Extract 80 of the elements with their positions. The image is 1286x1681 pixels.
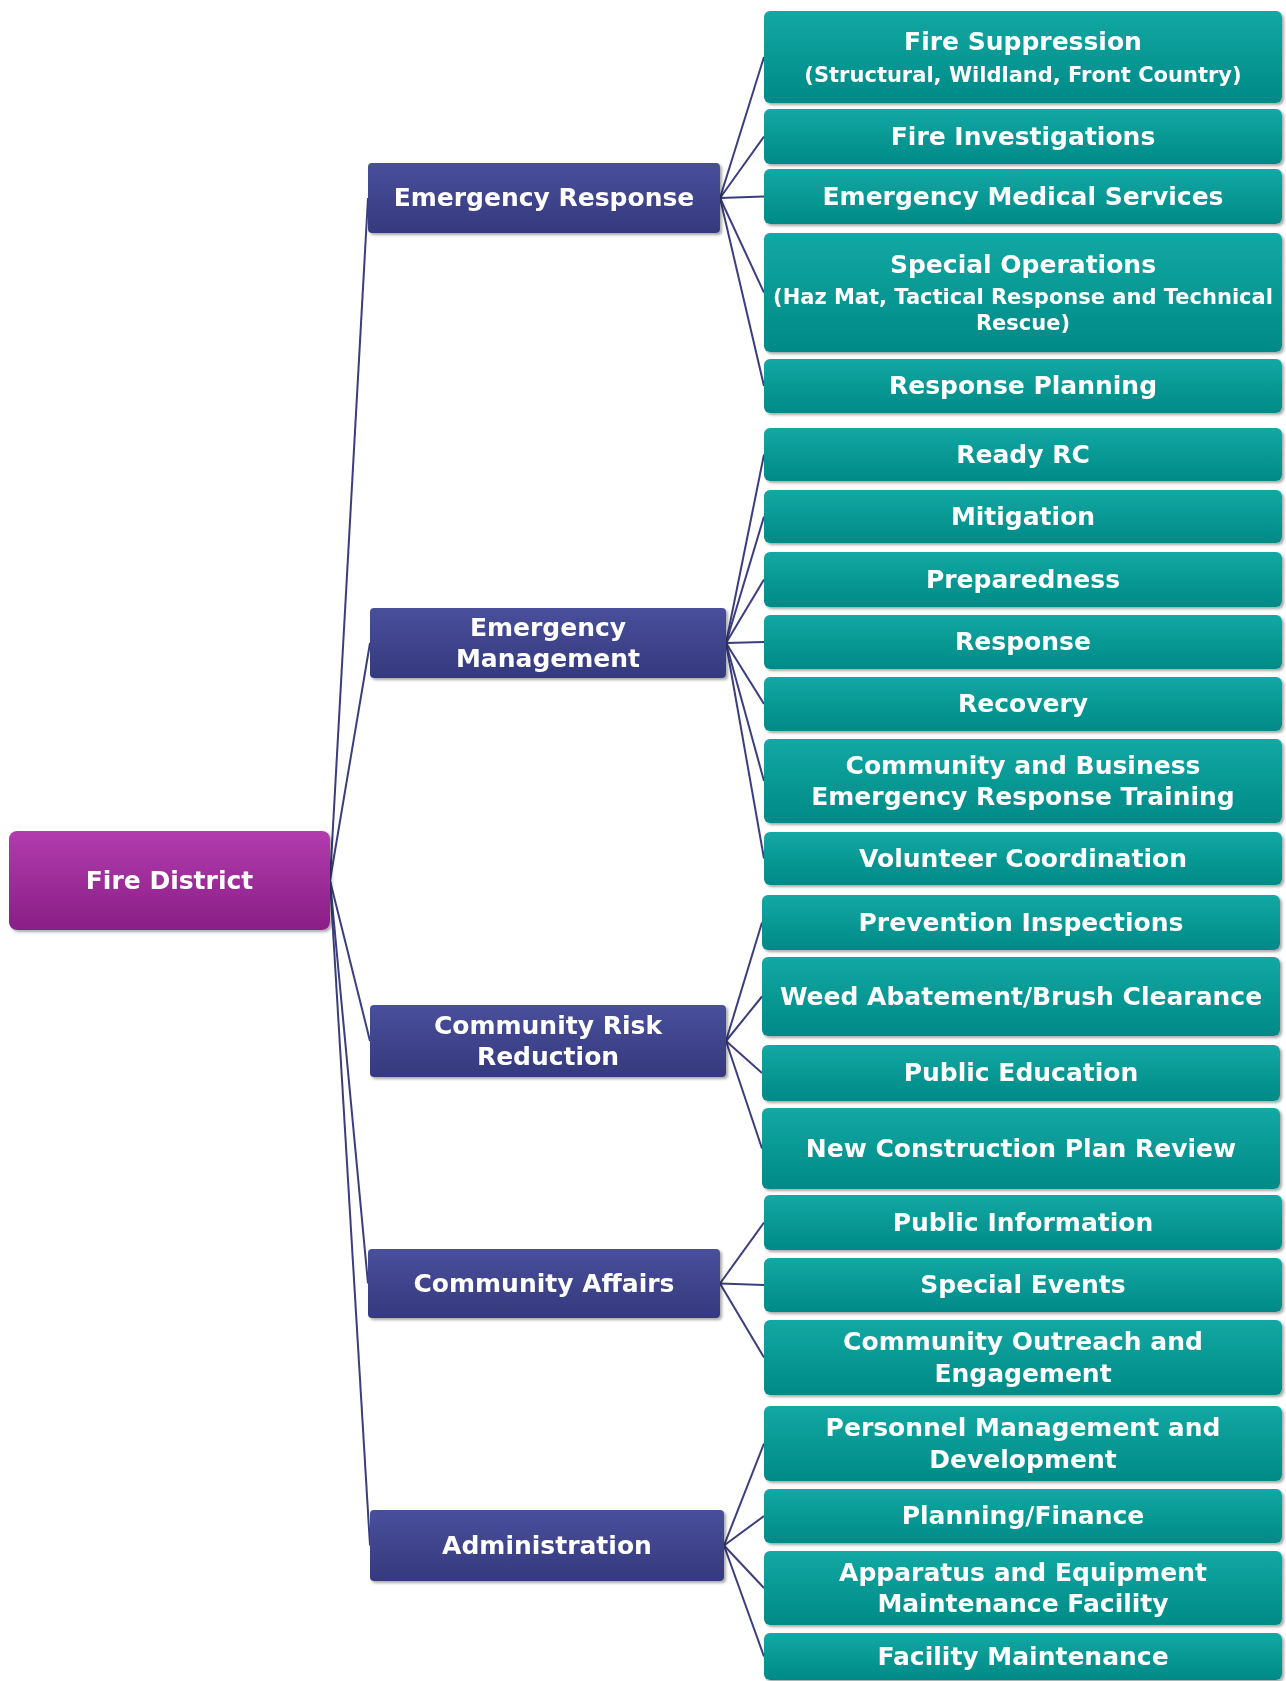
- function-box: [764, 1258, 1282, 1312]
- function-box: [764, 1195, 1282, 1250]
- function-box: [764, 739, 1282, 823]
- node-title: Community Outreach and Engagement: [842, 1326, 1204, 1389]
- function-box: [764, 1489, 1282, 1543]
- node-title: Emergency Response: [393, 182, 695, 214]
- node-title: Special Events: [920, 1269, 1126, 1301]
- node-title: Mitigation: [950, 500, 1096, 533]
- connector-line: [725, 1040, 763, 1074]
- connector-line: [725, 642, 765, 705]
- function-box: [764, 1406, 1282, 1481]
- node-title: Weed Abatement/Brush Clearance: [779, 980, 1263, 1013]
- node-title: Volunteer Coordination: [859, 842, 1187, 875]
- node-title: Planning/Finance: [901, 1500, 1145, 1532]
- connector-line: [719, 195, 765, 199]
- function-box: [764, 428, 1282, 481]
- node-title: Ready RC: [956, 438, 1090, 471]
- node-subtitle: (Structural, Wildland, Front Country): [804, 61, 1242, 88]
- node-title: New Construction Plan Review: [805, 1132, 1237, 1165]
- connector-line: [725, 921, 763, 1042]
- department-box: [370, 1005, 726, 1077]
- connector-line: [719, 1282, 765, 1286]
- function-box: [764, 552, 1282, 607]
- connector-line: [725, 1040, 763, 1150]
- function-box: [764, 1551, 1282, 1625]
- function-box: [764, 677, 1282, 731]
- function-box: [764, 615, 1282, 669]
- node-title: Special Operations: [889, 248, 1157, 280]
- connector-line: [723, 1442, 765, 1547]
- connector-line: [329, 642, 371, 882]
- node-title: Prevention Inspections: [858, 906, 1184, 939]
- function-box: [762, 1045, 1280, 1101]
- node-title: Community Risk Reduction: [432, 1009, 664, 1073]
- connector-line: [329, 879, 371, 1042]
- node-title: Response: [955, 626, 1091, 658]
- function-box: [762, 1108, 1280, 1189]
- node-subtitle: (Haz Mat, Tactical Response and Technical Rescue): [772, 283, 1274, 337]
- node-title: Recovery: [957, 688, 1089, 720]
- function-box: [764, 1320, 1282, 1395]
- node-title: Facility Maintenance: [877, 1640, 1169, 1673]
- node-title: Fire Investigations: [890, 120, 1156, 153]
- node-title: Emergency Management: [455, 611, 641, 675]
- function-box: [764, 11, 1282, 103]
- connector-line: [725, 995, 763, 1042]
- connector-line: [725, 641, 765, 644]
- connector-line: [719, 1282, 765, 1359]
- node-title: Community Affairs: [413, 1267, 675, 1300]
- connector-line: [723, 1515, 765, 1547]
- function-box: [762, 895, 1280, 950]
- function-box: [762, 957, 1280, 1036]
- department-box: [368, 163, 720, 233]
- connector-line: [719, 197, 765, 294]
- connector-line: [723, 1544, 765, 1589]
- department-box: [370, 1510, 724, 1581]
- function-box: [764, 359, 1282, 413]
- node-title: Public Information: [892, 1206, 1154, 1239]
- node-title: Personnel Management and Development: [824, 1412, 1222, 1475]
- connector-line: [329, 879, 371, 1547]
- connector-line: [719, 1221, 765, 1285]
- node-title: Public Education: [903, 1057, 1139, 1089]
- function-box: [764, 490, 1282, 543]
- function-box: [764, 233, 1282, 352]
- root-box: [9, 831, 330, 930]
- node-title: Preparedness: [925, 563, 1121, 596]
- node-title: Fire Suppression: [904, 26, 1142, 58]
- node-title: Response Planning: [888, 370, 1158, 402]
- department-box: [370, 608, 726, 678]
- node-title: Community and Business Emergency Response Training: [810, 749, 1236, 813]
- function-box: [764, 169, 1282, 224]
- function-box: [764, 109, 1282, 164]
- connector-line: [719, 135, 765, 199]
- node-title: Administration: [442, 1529, 652, 1562]
- connector-line: [725, 578, 765, 644]
- node-title: Fire District: [85, 864, 254, 897]
- function-box: [764, 832, 1282, 885]
- node-title: Emergency Medical Services: [822, 180, 1224, 213]
- node-title: Apparatus and Equipment Maintenance Facility: [838, 1556, 1208, 1620]
- function-box: [764, 1633, 1282, 1680]
- connector-line: [719, 197, 765, 387]
- department-box: [368, 1249, 720, 1318]
